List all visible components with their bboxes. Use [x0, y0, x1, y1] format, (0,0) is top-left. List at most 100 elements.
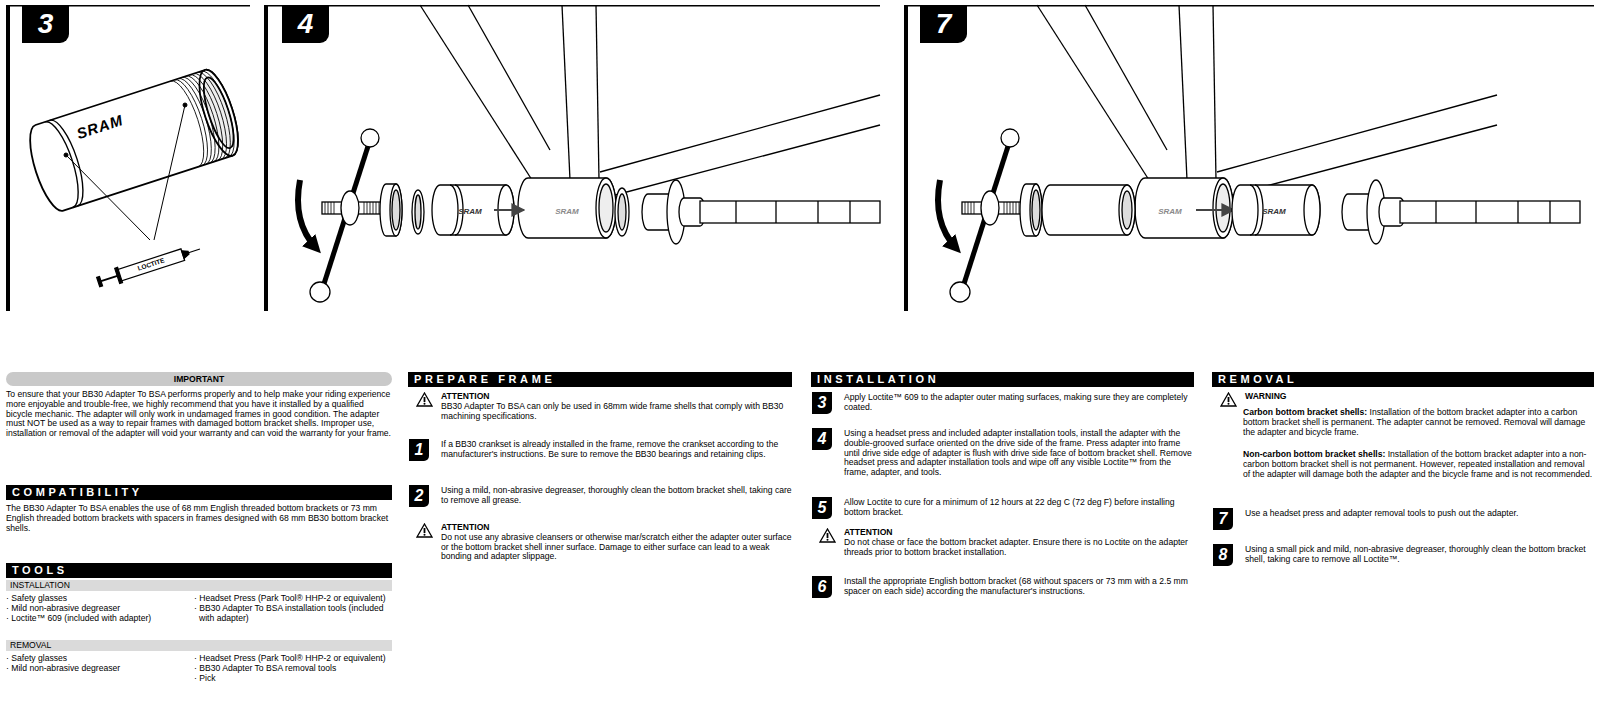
syringe — [189, 249, 200, 253]
body-text: BB30 Adapter To BSA can only be used in … — [441, 402, 792, 422]
bicycle-frame — [1213, 5, 1216, 180]
step-number: 1 — [409, 439, 429, 461]
headset-press — [361, 129, 379, 147]
adapter-part — [415, 195, 421, 229]
bicycle-frame — [518, 178, 616, 238]
bicycle-frame — [596, 5, 599, 180]
warning-icon — [827, 533, 829, 538]
headset-press — [376, 202, 377, 214]
leader-line — [183, 103, 187, 107]
installation-tool — [1435, 201, 1436, 223]
adapter-drawing — [201, 67, 242, 157]
notice-band: IMPORTANT — [6, 372, 392, 386]
node-text: 7 — [1219, 510, 1228, 528]
headset-press — [938, 180, 956, 248]
headset-press — [1030, 184, 1042, 236]
notice-heading: ATTENTION — [441, 392, 792, 402]
node-text: REMOVAL — [10, 640, 51, 650]
bicycle-frame — [604, 125, 880, 198]
product-label: LOCTITE — [137, 256, 166, 271]
node-text: INSTALLATION — [817, 373, 939, 385]
body-text: Do not use any abrasive cleansers or oth… — [441, 533, 792, 562]
tool-item: · Pick — [194, 674, 392, 684]
figure-number: 3 — [22, 5, 69, 43]
node-text: TOOLS — [12, 564, 68, 576]
brand-mark: SRAM — [1262, 207, 1286, 216]
tool-item: · Loctite™ 609 (included with adapter) — [6, 614, 188, 624]
figure-number: 7 — [920, 5, 967, 43]
step-number: 3 — [812, 392, 832, 414]
node-text: IMPORTANT — [174, 374, 224, 384]
node-text: 5 — [818, 499, 827, 517]
notice-heading: ATTENTION — [844, 528, 1194, 538]
body-text: Use a headset press and adapter removal … — [1245, 509, 1594, 519]
leader-line — [154, 105, 185, 240]
leader-line — [64, 103, 187, 240]
headset-press — [1004, 202, 1005, 214]
panel-frame — [6, 5, 10, 311]
bicycle-frame — [1037, 5, 1497, 198]
adapter-part — [1196, 209, 1234, 211]
headset-press — [325, 202, 326, 214]
adapter-drawing — [178, 74, 219, 164]
adapter-part — [618, 194, 626, 230]
headset-press — [974, 202, 975, 214]
step-number: 5 — [812, 497, 832, 519]
warning-icon — [827, 539, 829, 541]
tool-item: · Headset Press (Park Tool® HHP-2 or equ… — [194, 654, 392, 664]
body-text: Using a headset press and included adapt… — [844, 429, 1194, 478]
removal-tool — [1042, 185, 1135, 235]
body-text: To ensure that your BB30 Adapter To BSA … — [6, 390, 392, 439]
headset-press — [392, 190, 400, 230]
body-text: The BB30 Adapter To BSA enables the use … — [6, 504, 392, 533]
bicycle-frame — [1135, 178, 1233, 238]
step-number: 7 — [1213, 508, 1233, 530]
headset-press — [380, 184, 402, 236]
headset-press — [1016, 202, 1017, 214]
warning-icon — [820, 529, 835, 542]
node-text: 2 — [415, 487, 424, 505]
warning-icon — [424, 534, 426, 536]
node-text: 3 — [38, 8, 54, 40]
body-text: Allow Loctite to cure for a minimum of 1… — [844, 498, 1194, 518]
bicycle-frame — [562, 5, 570, 180]
headset-press — [1032, 190, 1040, 230]
section-band: REMOVAL — [1212, 372, 1594, 387]
headset-press — [310, 282, 330, 302]
adapter-drawing — [190, 71, 231, 161]
node-text: 6 — [818, 578, 827, 596]
headset-press — [1007, 202, 1008, 214]
panel-frame — [904, 5, 908, 311]
headset-press — [965, 202, 966, 214]
adapter-part — [1304, 185, 1320, 235]
installation-tool — [1549, 201, 1550, 223]
tool-item: · Safety glasses — [6, 654, 188, 664]
tool-item: · Mild non-abrasive degreaser — [6, 604, 188, 614]
panel-frame — [268, 5, 880, 7]
adapter-part — [494, 209, 524, 211]
brand-mark: SRAM — [458, 207, 482, 216]
warning-icon — [416, 523, 433, 538]
tool-item: · Safety glasses — [6, 594, 188, 604]
adapter-drawing — [22, 66, 246, 215]
adapter-part — [1250, 185, 1258, 235]
body-text: Do not chase or face the bottom bracket … — [844, 538, 1194, 558]
node-text: 1 — [415, 441, 424, 459]
syringe — [97, 276, 103, 286]
adapter-drawing — [193, 69, 234, 159]
bicycle-frame — [1179, 5, 1187, 180]
step-number: 8 — [1213, 544, 1233, 566]
headset-press — [331, 202, 332, 214]
adapter-part — [1196, 185, 1320, 235]
headset-press — [1001, 129, 1019, 147]
installation-tool — [1400, 201, 1580, 223]
headset-press — [950, 282, 970, 302]
headset-press — [370, 202, 371, 214]
step-number: 2 — [409, 485, 429, 507]
warning-icon — [424, 397, 426, 402]
adapter-part — [450, 185, 458, 235]
warning-icon — [424, 528, 426, 533]
headset-press — [298, 129, 402, 302]
bicycle-frame — [1037, 5, 1149, 180]
